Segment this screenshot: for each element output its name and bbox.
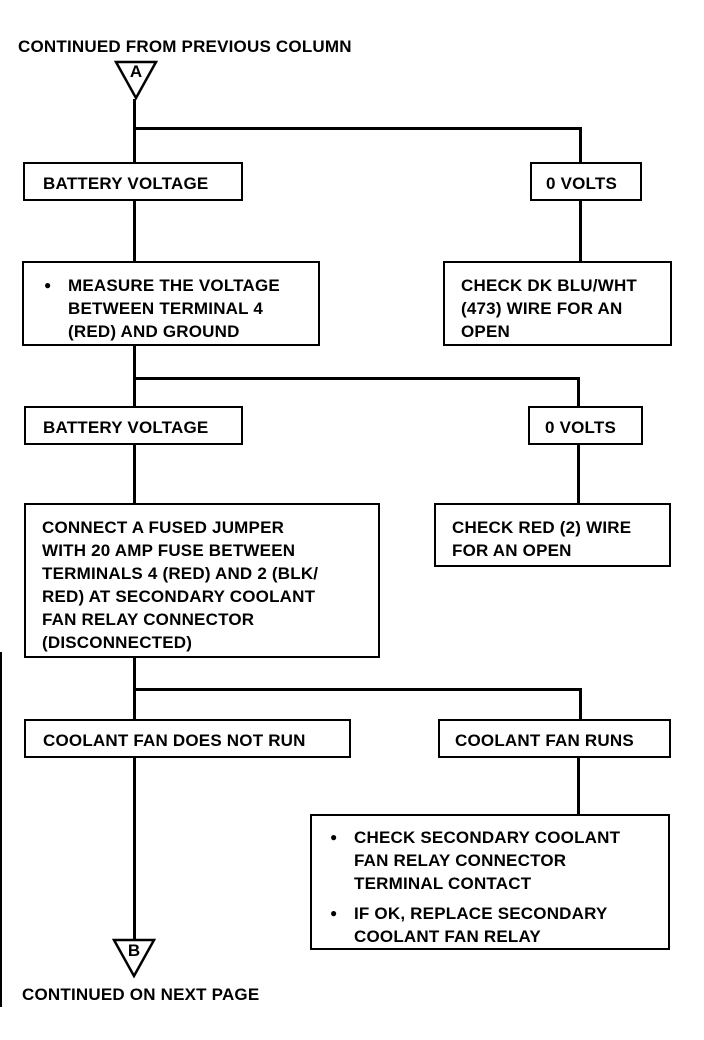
box-text-line: FAN RELAY CONNECTOR: [354, 851, 567, 870]
box-text-line: CHECK RED (2) WIRE: [452, 518, 632, 537]
coolant-fan-does-not-run-box: COOLANT FAN DOES NOT RUN: [24, 719, 351, 758]
box-text-line: WITH 20 AMP FUSE BETWEEN: [42, 541, 296, 560]
box-text: COOLANT FAN DOES NOT RUN: [43, 731, 306, 750]
box-text-line: CONNECT A FUSED JUMPER: [42, 518, 285, 537]
branch-drop-1: [579, 127, 582, 163]
box-text: BATTERY VOLTAGE: [43, 174, 209, 193]
box-text-line: RED) AT SECONDARY COOLANT: [42, 587, 316, 606]
continued-from-label: CONTINUED FROM PREVIOUS COLUMN: [18, 37, 352, 56]
right-connector-3: [577, 757, 580, 815]
measure-bullet: MEASURE THE VOLTAGE BETWEEN TERMINAL 4 (…: [38, 274, 318, 343]
right-connector-2: [577, 444, 580, 505]
box-text-line: CHECK DK BLU/WHT: [461, 276, 638, 295]
box-text-line: COOLANT FAN RELAY: [354, 927, 541, 946]
box-text: BATTERY VOLTAGE: [43, 418, 209, 437]
branch-drop-2: [577, 377, 580, 407]
box-text-line: FAN RELAY CONNECTOR: [42, 610, 255, 629]
box-text-line: TERMINALS 4 (RED) AND 2 (BLK/: [42, 564, 319, 583]
measure-voltage-box: MEASURE THE VOLTAGE BETWEEN TERMINAL 4 (…: [22, 261, 320, 346]
page-edge-line: [0, 652, 2, 1007]
box-text: COOLANT FAN RUNS: [455, 731, 634, 750]
box-text: 0 VOLTS: [546, 174, 617, 193]
box-text-line: BETWEEN TERMINAL 4: [68, 299, 264, 318]
branch-line-3: [133, 688, 582, 691]
coolant-fan-runs-box: COOLANT FAN RUNS: [438, 719, 671, 758]
box-text-line: IF OK, REPLACE SECONDARY: [354, 904, 608, 923]
replace-relay-bullet: IF OK, REPLACE SECONDARY COOLANT FAN REL…: [324, 902, 668, 948]
box-text: 0 VOLTS: [545, 418, 616, 437]
box-text-line: MEASURE THE VOLTAGE: [68, 276, 280, 295]
zero-volts-box-1: 0 VOLTS: [530, 162, 642, 201]
check-connector-bullet: CHECK SECONDARY COOLANT FAN RELAY CONNEC…: [324, 826, 668, 895]
connector-a-triangle: [114, 60, 158, 100]
box-text-line: FOR AN OPEN: [452, 541, 572, 560]
right-connector-1: [579, 200, 582, 262]
check-secondary-relay-box: CHECK SECONDARY COOLANT FAN RELAY CONNEC…: [310, 814, 670, 950]
battery-voltage-box-2: BATTERY VOLTAGE: [24, 406, 243, 445]
box-text-line: CHECK SECONDARY COOLANT: [354, 828, 621, 847]
box-text-line: (RED) AND GROUND: [68, 322, 240, 341]
connector-b-triangle: [112, 938, 156, 978]
branch-line-2: [133, 377, 580, 380]
continued-on-label: CONTINUED ON NEXT PAGE: [22, 985, 260, 1004]
zero-volts-box-2: 0 VOLTS: [528, 406, 643, 445]
check-dk-blu-wht-box: CHECK DK BLU/WHT (473) WIRE FOR AN OPEN: [443, 261, 672, 346]
connector-a-label: A: [129, 62, 143, 81]
battery-voltage-box-1: BATTERY VOLTAGE: [23, 162, 243, 201]
branch-drop-3: [579, 688, 582, 720]
box-text-line: OPEN: [461, 322, 510, 341]
box-text-line: (DISCONNECTED): [42, 633, 193, 652]
box-text-line: TERMINAL CONTACT: [354, 874, 532, 893]
connector-b-label: B: [127, 941, 141, 960]
branch-line-1: [133, 127, 582, 130]
box-text-line: (473) WIRE FOR AN: [461, 299, 623, 318]
connect-fused-jumper-box: CONNECT A FUSED JUMPER WITH 20 AMP FUSE …: [24, 503, 380, 658]
check-red-wire-box: CHECK RED (2) WIRE FOR AN OPEN: [434, 503, 671, 567]
